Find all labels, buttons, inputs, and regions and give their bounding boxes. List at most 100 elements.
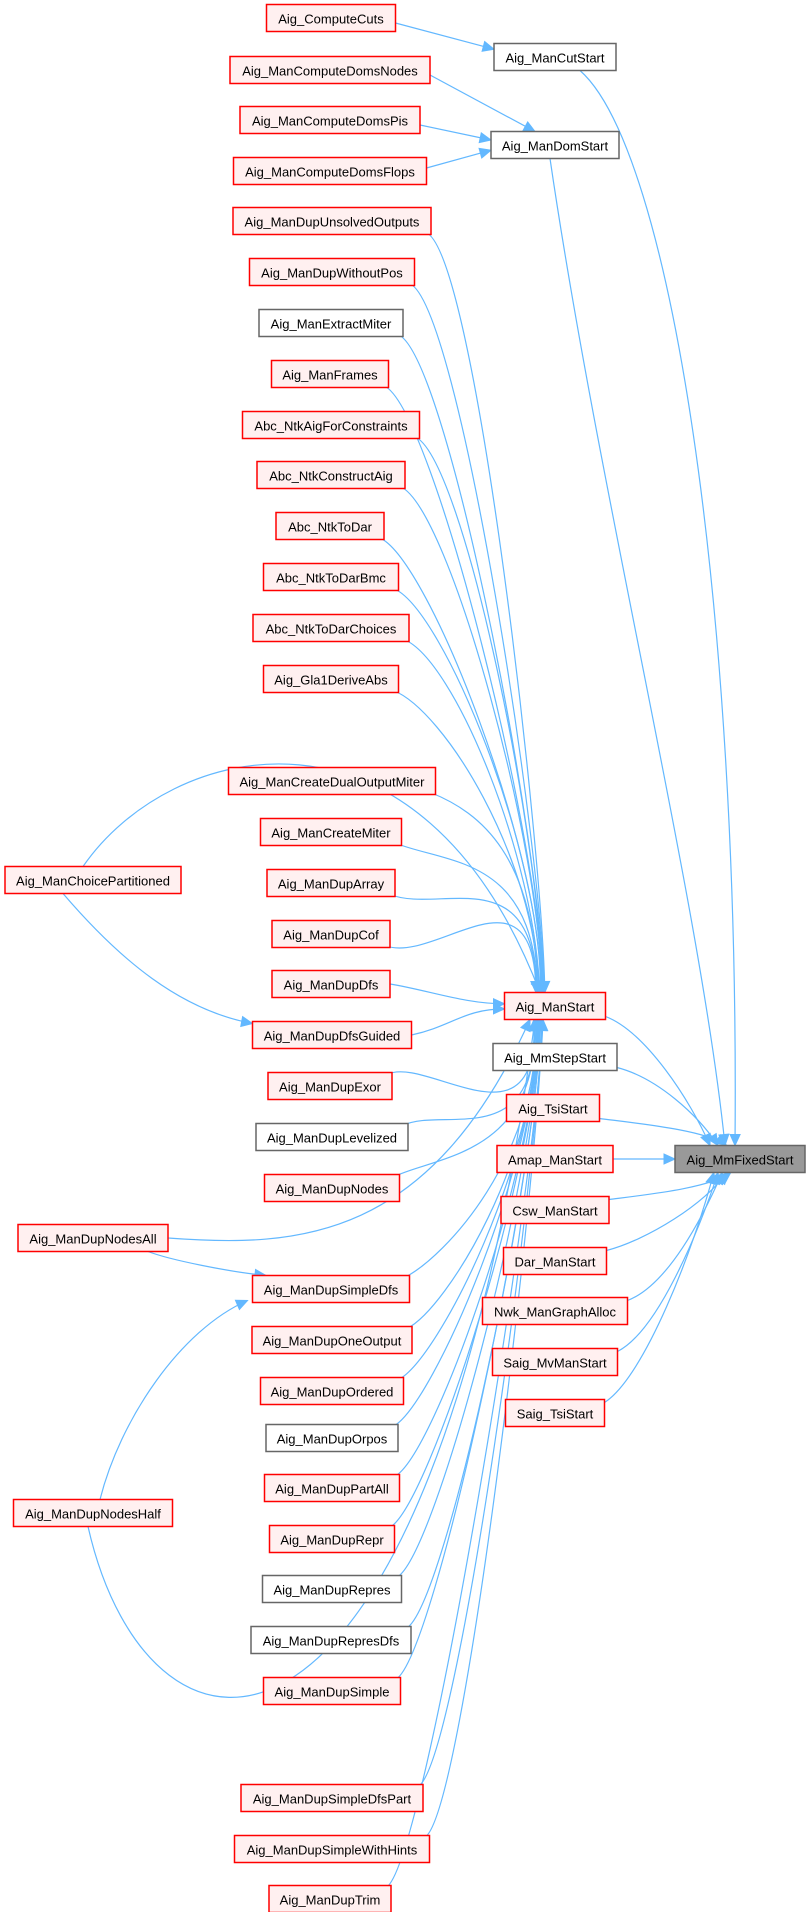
node-aig-man-dup-repres-dfs[interactable]: Aig_ManDupRepresDfs [250,1625,412,1655]
node-label: Aig_ManDupDfs [284,978,379,993]
node-aig-man-dup-simple[interactable]: Aig_ManDupSimple [262,1676,402,1706]
node-label: Aig_ManDupOrpos [277,1432,388,1447]
node-csw-man-start[interactable]: Csw_ManStart [500,1195,610,1225]
node-label: Abc_NtkToDar [288,520,372,535]
node-box [496,1144,614,1174]
node-label: Dar_ManStart [515,1255,596,1270]
nodes-layer: Aig_ComputeCutsAig_ManCutStartAig_ManCom… [4,3,806,1912]
node-box [263,1173,401,1203]
node-box [265,1423,399,1453]
edge-aig-man-dup-nodes-all-to-aig-man-dup-simple-dfs [147,1250,267,1277]
node-aig-man-dup-nodes-half[interactable]: Aig_ManDupNodesHalf [12,1498,174,1528]
node-box [267,1071,393,1101]
arrowhead-icon [705,1171,717,1186]
node-aig-tsi-start[interactable]: Aig_TsiStart [505,1093,601,1123]
node-label: Aig_ManStart [516,1000,595,1015]
node-aig-man-dup-trim[interactable]: Aig_ManDupTrim [268,1884,392,1912]
arrowhead-icon [663,1153,677,1165]
node-box [252,613,410,643]
node-aig-man-dup-orpos[interactable]: Aig_ManDupOrpos [265,1423,399,1453]
node-aig-man-create-miter[interactable]: Aig_ManCreateMiter [259,817,403,847]
node-aig-man-dup-simple-with-hints[interactable]: Aig_ManDupSimpleWithHints [233,1834,431,1864]
node-nwk-man-graph-alloc[interactable]: Nwk_ManGraphAlloc [481,1296,629,1326]
node-label: Aig_ManDupRepr [280,1533,384,1548]
node-aig-man-dup-one-output[interactable]: Aig_ManDupOneOutput [251,1325,413,1355]
node-label: Aig_ManDupOneOutput [263,1334,402,1349]
node-aig-man-dup-exor[interactable]: Aig_ManDupExor [267,1071,393,1101]
node-aig-man-dup-nodes-all[interactable]: Aig_ManDupNodesAll [17,1223,169,1253]
node-aig-man-dup-dfs[interactable]: Aig_ManDupDfs [271,969,391,999]
edge-aig-man-compute-doms-nodes-to-aig-man-dom-start [429,74,536,133]
arrowhead-icon [522,120,537,133]
node-aig-man-dup-nodes[interactable]: Aig_ManDupNodes [263,1173,401,1203]
edge-abc-ntk-to-dar-bmc-to-aig-man-start [393,587,541,993]
node-box [255,1122,409,1152]
edge-aig-man-dup-without-pos-to-aig-man-start [409,282,545,993]
node-box [250,1625,412,1655]
node-box [492,1042,618,1072]
node-box [268,1884,392,1912]
node-box [500,1195,610,1225]
node-aig-man-compute-doms-pis[interactable]: Aig_ManComputeDomsPis [239,105,421,135]
node-aig-man-dup-cof[interactable]: Aig_ManDupCof [271,919,391,949]
node-aig-man-dup-part-all[interactable]: Aig_ManDupPartAll [263,1473,401,1503]
node-aig-man-create-dual-output-miter[interactable]: Aig_ManCreateDualOutputMiter [227,766,437,796]
node-aig-man-dup-array[interactable]: Aig_ManDupArray [266,868,396,898]
node-aig-man-dup-simple-dfs-part[interactable]: Aig_ManDupSimpleDfsPart [240,1783,424,1813]
node-aig-man-dup-levelized[interactable]: Aig_ManDupLevelized [255,1122,409,1152]
node-label: Aig_ManChoicePartitioned [16,874,170,889]
node-abc-ntk-to-dar[interactable]: Abc_NtkToDar [275,511,385,541]
node-aig-man-cut-start[interactable]: Aig_ManCutStart [493,42,617,72]
node-label: Aig_ManCreateDualOutputMiter [240,775,426,790]
node-aig-man-start[interactable]: Aig_ManStart [503,991,607,1021]
edge-aig-man-start-to-aig-mm-fixed-start [605,1015,711,1146]
node-aig-man-dup-without-pos[interactable]: Aig_ManDupWithoutPos [248,257,416,287]
node-aig-man-choice-partitioned[interactable]: Aig_ManChoicePartitioned [4,865,182,895]
node-label: Abc_NtkAigForConstraints [254,419,408,434]
edge-aig-man-dup-unsolved-outputs-to-aig-man-start [425,231,546,993]
node-abc-ntk-construct-aig[interactable]: Abc_NtkConstructAig [256,460,406,490]
node-box [481,1296,629,1326]
node-box [491,1347,619,1377]
edge-aig-man-dup-orpos-to-aig-man-start [392,1019,539,1428]
edge-aig-man-dup-repr-to-aig-man-start [389,1019,540,1529]
node-aig-mm-step-start[interactable]: Aig_MmStepStart [492,1042,618,1072]
arrowhead-icon [729,1133,741,1147]
node-aig-man-dup-dfs-guided[interactable]: Aig_ManDupDfsGuided [251,1020,413,1050]
node-label: Aig_Gla1DeriveAbs [274,673,388,688]
node-aig-man-dup-simple-dfs[interactable]: Aig_ManDupSimpleDfs [251,1274,411,1304]
node-box [262,1676,402,1706]
node-aig-man-frames[interactable]: Aig_ManFrames [270,359,390,389]
node-aig-man-compute-doms-nodes[interactable]: Aig_ManComputeDomsNodes [229,55,431,85]
node-saig-tsi-start[interactable]: Saig_TsiStart [504,1398,606,1428]
node-aig-gla1-derive-abs[interactable]: Aig_Gla1DeriveAbs [262,664,400,694]
node-aig-man-dup-repr[interactable]: Aig_ManDupRepr [268,1524,396,1554]
edges-layer [62,22,741,1889]
node-aig-compute-cuts[interactable]: Aig_ComputeCuts [265,3,397,33]
node-abc-ntk-aig-for-constraints[interactable]: Abc_NtkAigForConstraints [241,410,421,440]
node-aig-mm-fixed-start[interactable]: Aig_MmFixedStart [674,1144,806,1174]
node-aig-man-dom-start[interactable]: Aig_ManDomStart [490,130,620,160]
node-abc-ntk-to-dar-bmc[interactable]: Abc_NtkToDarBmc [262,562,400,592]
node-box [268,1524,396,1554]
node-dar-man-start[interactable]: Dar_ManStart [502,1246,608,1276]
node-label: Aig_ManExtractMiter [271,317,392,332]
node-amap-man-start[interactable]: Amap_ManStart [496,1144,614,1174]
node-aig-man-dup-unsolved-outputs[interactable]: Aig_ManDupUnsolvedOutputs [232,206,432,236]
node-abc-ntk-to-dar-choices[interactable]: Abc_NtkToDarChoices [252,613,410,643]
node-aig-man-compute-doms-flops[interactable]: Aig_ManComputeDomsFlops [232,156,428,186]
node-box [674,1144,806,1174]
node-aig-man-dup-repres[interactable]: Aig_ManDupRepres [261,1574,403,1604]
node-aig-man-dup-ordered[interactable]: Aig_ManDupOrdered [259,1376,405,1406]
node-label: Aig_ManDupWithoutPos [261,266,403,281]
edge-aig-man-create-miter-to-aig-man-start [396,842,538,993]
node-box [259,817,403,847]
node-aig-man-extract-miter[interactable]: Aig_ManExtractMiter [258,308,404,338]
edge-aig-mm-step-start-to-aig-mm-fixed-start [616,1066,719,1146]
edge-abc-ntk-construct-aig-to-aig-man-start [399,485,543,993]
node-box [241,410,421,440]
node-saig-mv-man-start[interactable]: Saig_MvManStart [491,1347,619,1377]
node-label: Nwk_ManGraphAlloc [494,1305,617,1320]
node-label: Aig_ManDupNodes [276,1182,389,1197]
node-label: Aig_ManFrames [282,368,378,383]
